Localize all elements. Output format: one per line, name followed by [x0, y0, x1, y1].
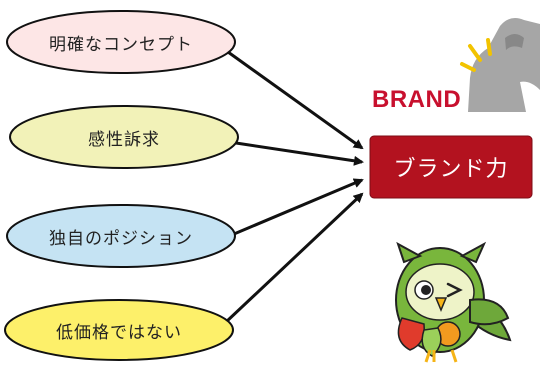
factor-label-3: 独自のポジション — [49, 228, 193, 249]
arrow-1 — [227, 50, 364, 150]
flexed-arm-icon — [460, 18, 540, 112]
brand-power-box — [369, 135, 533, 199]
factor-label-2: 感性訴求 — [88, 129, 160, 150]
factor-label-4: 低価格ではない — [56, 322, 182, 343]
owl-mascot-icon — [395, 241, 512, 363]
arrow-4 — [224, 192, 364, 324]
brand-power-label: ブランド力 — [393, 157, 509, 182]
factor-oval-3 — [6, 204, 236, 268]
factor-oval-1 — [6, 10, 236, 74]
factor-label-1: 明確なコンセプト — [49, 34, 193, 55]
factor-oval-4 — [4, 299, 234, 361]
arrow-2 — [235, 141, 364, 166]
factor-oval-2 — [9, 105, 239, 169]
arrow-3 — [233, 178, 364, 236]
brand-word: BRAND — [372, 86, 462, 113]
